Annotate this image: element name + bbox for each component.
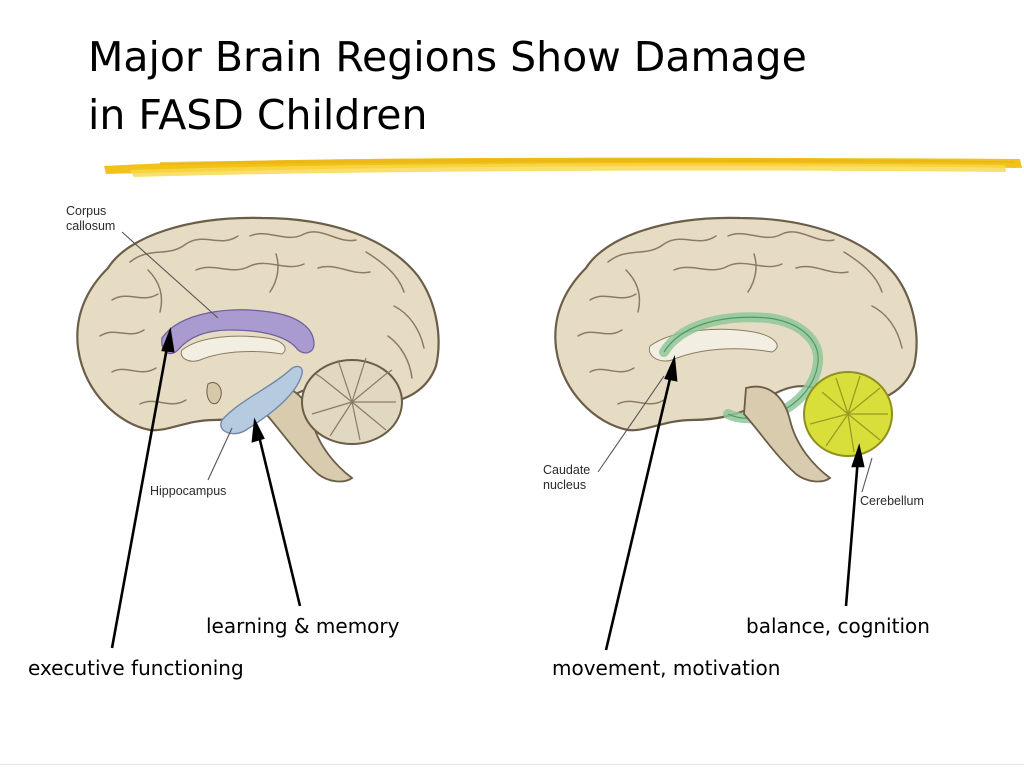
slide-title-line-1: Major Brain Regions Show Damage bbox=[88, 33, 807, 81]
caudate-nucleus-label-line-1: Caudate bbox=[543, 463, 591, 477]
left-corpus-callosum-highlight bbox=[161, 309, 315, 355]
arrow-movement-motivation-head bbox=[664, 354, 678, 382]
left-hippocampus-highlight bbox=[220, 365, 304, 435]
arrow-balance-cognition bbox=[844, 457, 860, 607]
title-underline-brushstroke bbox=[104, 157, 1022, 177]
arrow-balance-cognition-head bbox=[851, 443, 865, 468]
hippocampus-leader-line bbox=[207, 427, 233, 481]
left-frontal-lobe-base bbox=[206, 382, 222, 405]
arrow-movement-motivation bbox=[604, 369, 674, 651]
cerebellum-label: Cerebellum bbox=[860, 494, 924, 508]
cerebellum-leader-line bbox=[861, 457, 873, 493]
caption-learning-memory: learning & memory bbox=[206, 614, 400, 638]
right-cerebellum-folia bbox=[809, 375, 888, 453]
right-brain bbox=[554, 216, 918, 493]
slide-title: Major Brain Regions Show Damage in FASD … bbox=[88, 28, 988, 144]
pointer-arrows bbox=[110, 327, 865, 651]
arrow-learning-memory bbox=[256, 431, 302, 607]
slide-title-line-2: in FASD Children bbox=[88, 91, 428, 139]
corpus-callosum-leader-line bbox=[121, 231, 219, 319]
arrow-executive-functioning-head bbox=[161, 327, 175, 353]
caudate-nucleus-leader-line bbox=[597, 375, 665, 473]
caption-balance-cognition: balance, cognition bbox=[746, 614, 930, 638]
slide-bottom-rule bbox=[0, 764, 1024, 765]
caption-movement-motivation: movement, motivation bbox=[552, 656, 781, 680]
caption-executive-functioning: executive functioning bbox=[28, 656, 244, 680]
left-brain bbox=[76, 216, 440, 483]
arrow-learning-memory-head bbox=[251, 417, 265, 443]
corpus-callosum-label-line-2: callosum bbox=[66, 219, 116, 233]
caudate-nucleus-label: Caudate nucleus bbox=[543, 463, 590, 493]
hippocampus-label: Hippocampus bbox=[150, 484, 227, 498]
right-brain-gyri bbox=[577, 231, 903, 405]
left-lateral-ventricle bbox=[180, 335, 286, 362]
caudate-nucleus-label-line-2: nucleus bbox=[543, 478, 587, 492]
right-brainstem bbox=[743, 385, 832, 483]
left-brain-gyri bbox=[99, 231, 425, 405]
left-cerebellum-folia bbox=[311, 357, 396, 441]
arrow-executive-functioning bbox=[110, 341, 170, 649]
corpus-callosum-label-line-1: Corpus bbox=[66, 204, 107, 218]
corpus-callosum-label: Corpus callosum bbox=[66, 204, 115, 234]
